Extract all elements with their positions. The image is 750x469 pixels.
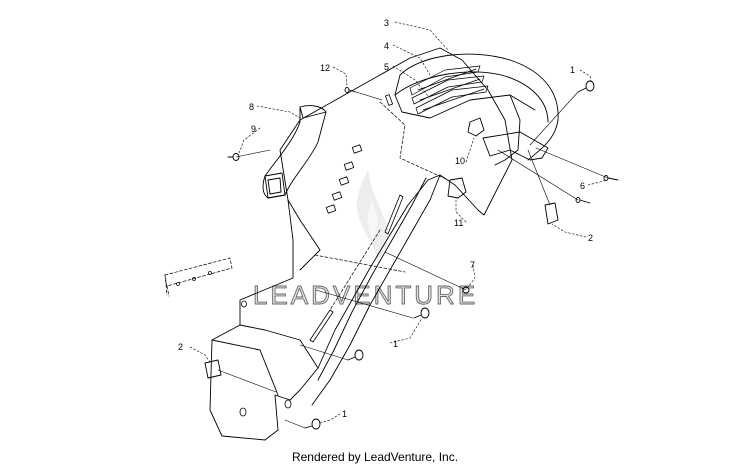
footer-credit: Rendered by LeadVenture, Inc.	[291, 450, 459, 464]
part-pad	[262, 105, 327, 199]
callout-4: 4	[384, 41, 389, 51]
frame-rail-holes	[176, 271, 212, 286]
body-panel-inner-edge	[317, 177, 427, 381]
mounting-slots	[239, 94, 404, 417]
clip-2-left	[204, 359, 222, 379]
callout-5: 5	[384, 62, 389, 72]
body-panel-fold	[287, 199, 321, 271]
callout-8: 8	[249, 102, 254, 112]
leader-lines	[189, 21, 607, 424]
assembly-lines	[217, 91, 609, 429]
frame-rail	[164, 257, 233, 297]
callout-9: 9	[251, 124, 256, 134]
fender-top	[399, 53, 559, 161]
callout-1-top: 1	[570, 65, 575, 75]
watermark-text: LEADVENTURE	[253, 280, 478, 310]
callout-1-bottom: 1	[342, 409, 347, 419]
fastener-rivet-7	[462, 286, 470, 294]
vent-grille	[409, 65, 489, 115]
clip-10	[467, 117, 485, 137]
callout-12: 12	[320, 63, 330, 73]
fastener-screw-1b	[413, 307, 430, 319]
callout-10: 10	[455, 156, 465, 166]
body-panel-outline	[209, 47, 513, 441]
clip-11	[447, 177, 467, 199]
body-panel-bottom	[211, 339, 279, 396]
callout-1-middle: 1	[393, 339, 398, 349]
clip-2-right	[544, 202, 559, 225]
fastener-rivet-6b	[575, 197, 591, 204]
callout-6: 6	[580, 181, 585, 191]
fastener-rivet-9	[227, 153, 240, 161]
watermark: LEADVENTURE	[253, 170, 478, 310]
body-panel-lower	[239, 324, 319, 369]
callout-11: 11	[454, 218, 463, 228]
fastener-screw-1d	[304, 418, 321, 430]
callout-2-left: 2	[178, 342, 183, 352]
body-panel-edge	[311, 174, 441, 406]
callout-3: 3	[384, 18, 389, 28]
fastener-screw-1a	[577, 80, 595, 93]
callout-labels: 3 4 5 12 1 8 9 10 6 11 2 7 1 2 1	[178, 18, 593, 419]
callout-7: 7	[470, 260, 475, 270]
fastener-screw-1c	[347, 349, 364, 361]
watermark-flame-inner-icon	[367, 200, 378, 238]
fastener-rivet-6a	[603, 175, 619, 181]
fender-top-lower	[394, 71, 549, 123]
fender-bracket	[482, 131, 549, 161]
callout-2-right: 2	[588, 233, 593, 243]
fender-side	[494, 94, 521, 166]
fastener-rivet-12	[344, 87, 357, 93]
alignment-lines	[314, 101, 449, 311]
